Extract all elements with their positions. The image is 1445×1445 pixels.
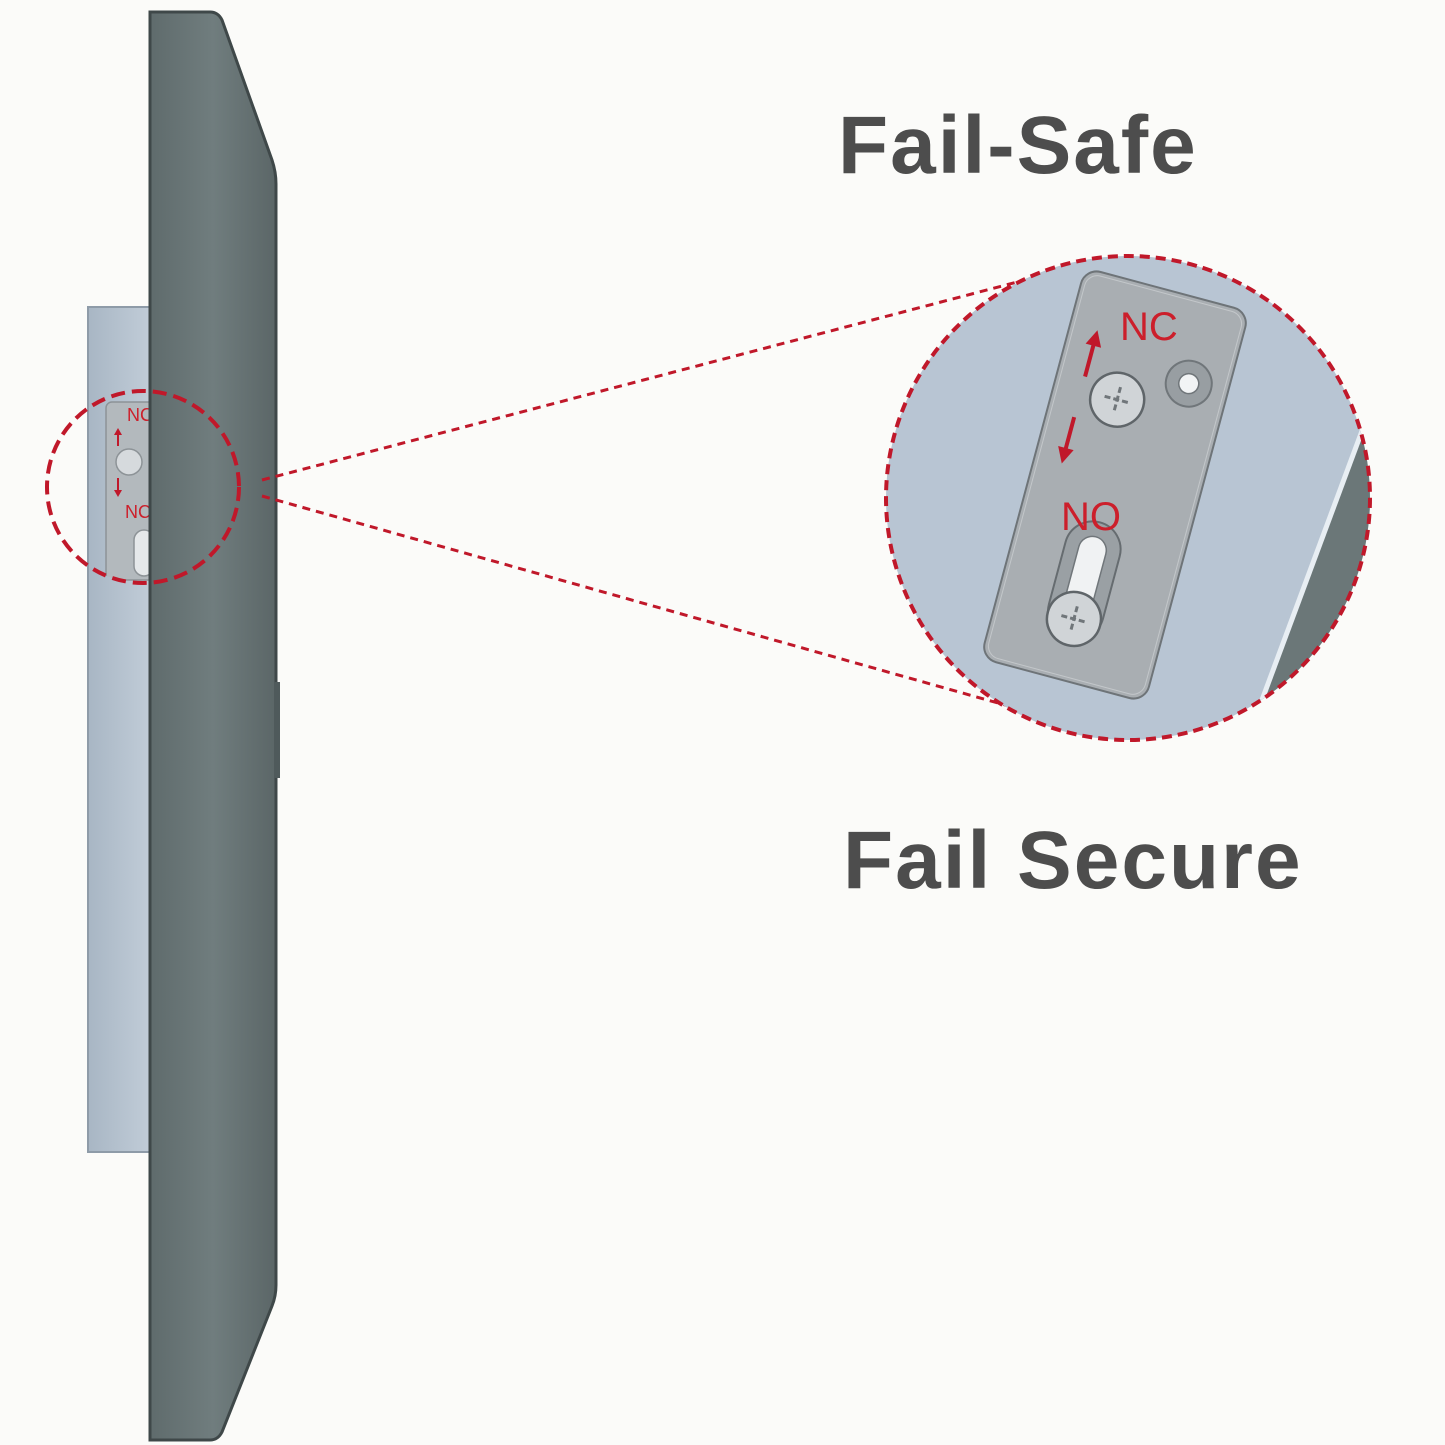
small-no-label: NC (125, 502, 151, 522)
small-nc-label: NC (127, 405, 153, 425)
zoom-view: NC NO (886, 256, 1370, 740)
arrow-up-icon (1083, 341, 1097, 378)
no-label: NO (1061, 495, 1121, 539)
callout-line-lower (261, 494, 1031, 714)
body-side-button (274, 682, 280, 778)
nc-label: NC (1120, 305, 1178, 349)
small-callout-circle (45, 389, 241, 585)
callout-line-upper (261, 278, 1026, 482)
zoom-strike-plate (983, 270, 1247, 700)
fail-safe-heading: Fail-Safe (838, 100, 1198, 191)
arrow-down-icon (1062, 416, 1077, 453)
fail-secure-heading: Fail Secure (843, 815, 1303, 906)
lock-body (148, 10, 278, 1442)
zoom-callout-circle (884, 254, 1372, 742)
